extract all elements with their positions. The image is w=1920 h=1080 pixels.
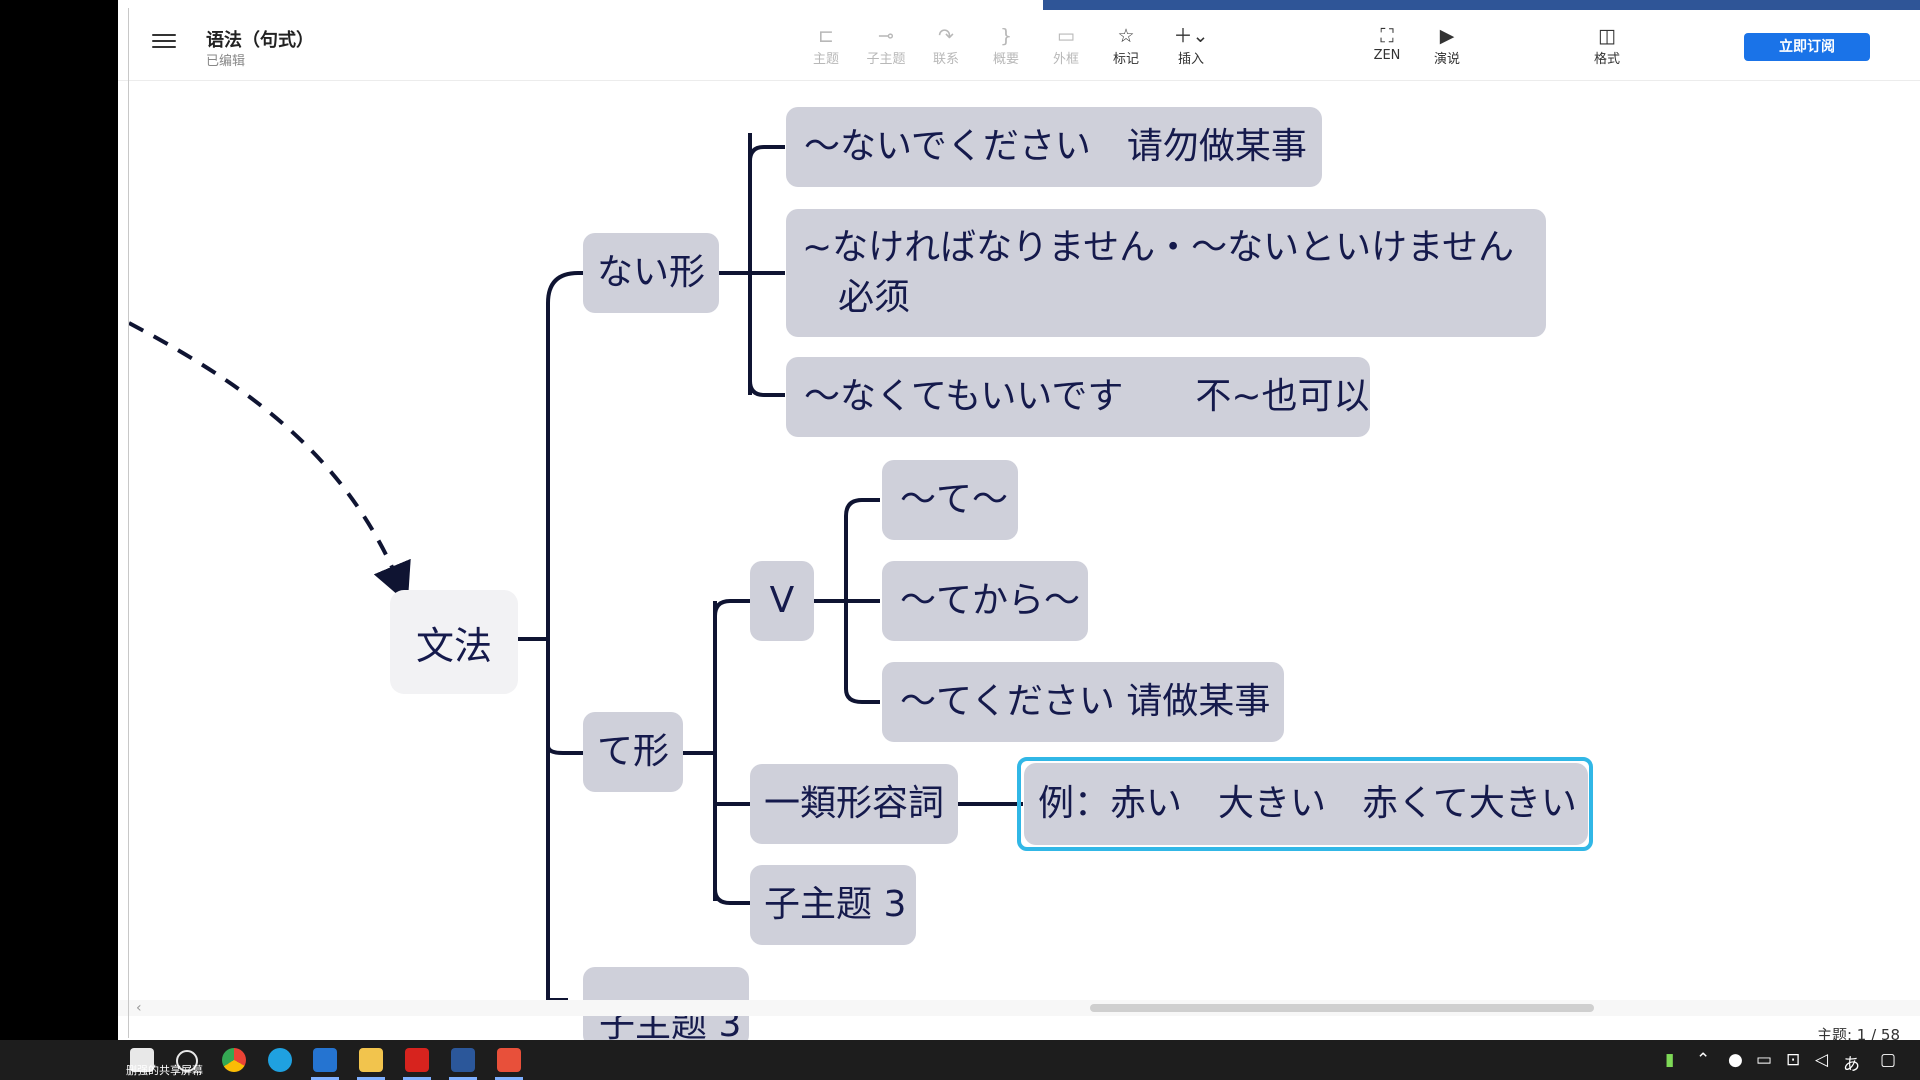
scroll-left-icon[interactable]: ‹ [136, 1000, 142, 1016]
nakereba-line2: 必须 [838, 277, 911, 318]
relation-icon: ↷ [938, 25, 954, 47]
ime-indicator[interactable]: あ [1843, 1055, 1860, 1075]
file-explorer-icon[interactable] [359, 1048, 383, 1072]
play-icon: ▶ [1439, 25, 1455, 47]
boundary-button[interactable]: ▭ 外框 [1038, 24, 1094, 67]
relation-label: 联系 [932, 52, 959, 67]
topic-counter: 主题: 1 / 58 [1816, 1026, 1900, 1040]
subtopic-button[interactable]: ⊸ 子主题 [858, 24, 914, 67]
summary-icon: } [999, 25, 1013, 47]
pdf-reader-active-indicator [403, 1077, 431, 1080]
summary-button[interactable]: } 概要 [978, 24, 1034, 67]
meeting-app-icon[interactable] [313, 1048, 337, 1072]
start-windows-icon[interactable] [130, 1048, 154, 1072]
panel-icon: ◫ [1598, 25, 1616, 47]
battery-plug-icon[interactable]: ▮ [1665, 1050, 1675, 1070]
topic-icon: ⊏ [818, 25, 834, 47]
topic-button[interactable]: ⊏ 主题 [798, 24, 854, 67]
subtopic-label: 子主题 [866, 52, 906, 67]
insert-button[interactable]: ＋⌄ 插入 [1163, 24, 1219, 67]
save-status: 已编辑 [206, 54, 246, 69]
show-hidden-icons-icon[interactable]: ⌃ [1696, 1050, 1711, 1070]
star-icon: ☆ [1117, 25, 1135, 47]
subtopic-icon: ⊸ [878, 25, 894, 47]
nakutemo-ii-node[interactable]: ～なくてもいいです 不~也可以 [786, 357, 1370, 437]
hamburger-menu-icon[interactable] [152, 30, 176, 54]
zen-button[interactable]: ⛶ZEN [1359, 24, 1415, 63]
window-title-strip [1043, 0, 1920, 10]
boundary-icon: ▭ [1057, 25, 1075, 47]
toolbar: 语法（句式） 已编辑 ⊏ 主题 ⊸ 子主题 ↷ 联系 } 概要 ▭ 外框 ☆ 标记 ＋⌄ 插入… [118, 0, 1920, 81]
format-label: 格式 [1593, 52, 1620, 67]
document-title[interactable]: 语法（句式） [206, 30, 314, 51]
te-kudasai-node[interactable]: ～てください 请做某事 [882, 662, 1284, 742]
microphone-icon[interactable]: ● [1728, 1050, 1743, 1070]
horizontal-scrollbar[interactable]: ‹ [118, 1000, 1920, 1016]
connector-lines [128, 133, 1023, 1001]
fullscreen-icon: ⛶ [1380, 25, 1394, 47]
selection-outline [1017, 757, 1593, 851]
chrome-icon[interactable] [222, 1048, 246, 1072]
te-kara-node[interactable]: ～てから～ [882, 561, 1088, 641]
scrollbar-thumb[interactable] [1090, 1004, 1594, 1012]
marker-label: 标记 [1112, 52, 1139, 67]
window-border [128, 8, 129, 1038]
relation-dashed-arrow [128, 321, 411, 604]
mindmap-app-window: 语法（句式） 已编辑 ⊏ 主题 ⊸ 子主题 ↷ 联系 } 概要 ▭ 外框 ☆ 标记 ＋⌄ 插入… [118, 0, 1920, 1040]
format-button[interactable]: ◫ 格式 [1579, 24, 1635, 67]
mindmap-canvas[interactable]: 文法 ない形 ～ないでください 请勿做某事 ~なければなりません・～ないといけま… [118, 81, 1920, 1040]
nai-form-node[interactable]: ない形 [583, 233, 719, 313]
present-label: 演说 [1433, 52, 1460, 67]
verb-node[interactable]: V [750, 561, 814, 641]
subtopic3-node[interactable]: 子主题 3 [750, 865, 916, 945]
subscribe-button[interactable]: 立即订阅 [1744, 33, 1870, 61]
marker-button[interactable]: ☆ 标记 [1098, 24, 1154, 67]
word-active-indicator [449, 1077, 477, 1080]
taskbar: 删强的共享屏幕 ▮ ⌃ ● ▭ ⊡ ◁ あ ▢ [0, 1040, 1920, 1080]
zen-label: ZEN [1373, 48, 1401, 63]
file-explorer-active-indicator [357, 1077, 385, 1080]
word-icon[interactable] [451, 1048, 475, 1072]
summary-label: 概要 [992, 52, 1019, 67]
network-icon[interactable]: ⊡ [1786, 1050, 1801, 1070]
volume-icon[interactable]: ◁ [1815, 1050, 1829, 1070]
edge-icon[interactable] [268, 1048, 292, 1072]
example-node[interactable]: 例：赤い 大きい 赤くて大きい [1024, 763, 1588, 845]
pdf-reader-icon[interactable] [405, 1048, 429, 1072]
present-button[interactable]: ▶ 演说 [1419, 24, 1475, 67]
battery-icon[interactable]: ▭ [1756, 1050, 1773, 1070]
xmind-icon[interactable] [497, 1048, 521, 1072]
insert-label: 插入 [1177, 52, 1204, 67]
nakereba-line1: ~なければなりません・～ないといけません [802, 227, 1515, 268]
te-form-node[interactable]: て形 [583, 712, 683, 792]
xmind-active-indicator [495, 1077, 523, 1080]
search-icon[interactable] [176, 1050, 198, 1072]
plus-chevron-icon: ＋⌄ [1173, 25, 1209, 47]
share-caption: 删强的共享屏幕 [126, 1064, 203, 1077]
nai-de-kudasai-node[interactable]: ～ないでください 请勿做某事 [786, 107, 1322, 187]
nakereba-narimasen-node[interactable]: ~なければなりません・～ないといけません 必须 [786, 209, 1546, 337]
root-topic-node[interactable]: 文法 [390, 590, 518, 694]
relation-button[interactable]: ↷ 联系 [918, 24, 974, 67]
topic-label: 主题 [812, 52, 839, 67]
boundary-label: 外框 [1052, 52, 1079, 67]
notification-icon[interactable]: ▢ [1880, 1050, 1897, 1070]
meeting-app-active-indicator [311, 1077, 339, 1080]
te-node[interactable]: ～て～ [882, 460, 1018, 540]
i-adjective-node[interactable]: 一類形容詞 [750, 764, 958, 844]
